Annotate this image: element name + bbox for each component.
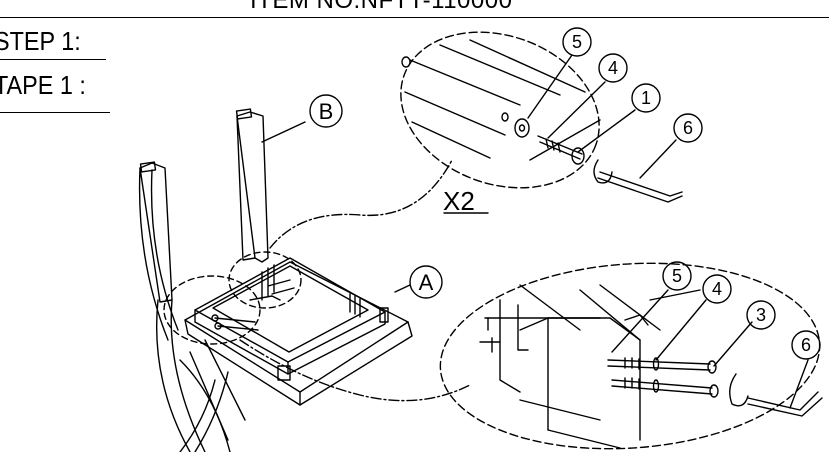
- callout-a-circle: [409, 265, 443, 299]
- callout-b-circle: [309, 94, 343, 128]
- part-a-label: A: [419, 270, 434, 295]
- step-label: STEP 1:: [0, 26, 81, 56]
- bottom-callout-3: 3: [756, 305, 766, 325]
- bottom-detail: [439, 262, 823, 450]
- step-underline: [0, 59, 106, 60]
- tape-label: TAPE 1 :: [0, 70, 86, 100]
- multiplier-label: X2: [443, 186, 475, 216]
- chair-illustration: [138, 108, 413, 452]
- bottom-callout-5: 5: [672, 266, 682, 286]
- top-callout-6: 6: [683, 118, 693, 138]
- tape-underline: [0, 112, 110, 113]
- top-callout-4: 4: [608, 58, 618, 78]
- top-callout-1: 1: [641, 88, 651, 108]
- top-callout-5: 5: [572, 32, 582, 52]
- part-b-label: B: [319, 99, 334, 124]
- header-rule: [0, 17, 829, 18]
- bottom-callout-6: 6: [801, 335, 811, 355]
- item-number: ITEM NO.NFTT-110000: [250, 0, 513, 14]
- top-detail: [400, 31, 683, 203]
- bottom-callout-4: 4: [712, 279, 722, 299]
